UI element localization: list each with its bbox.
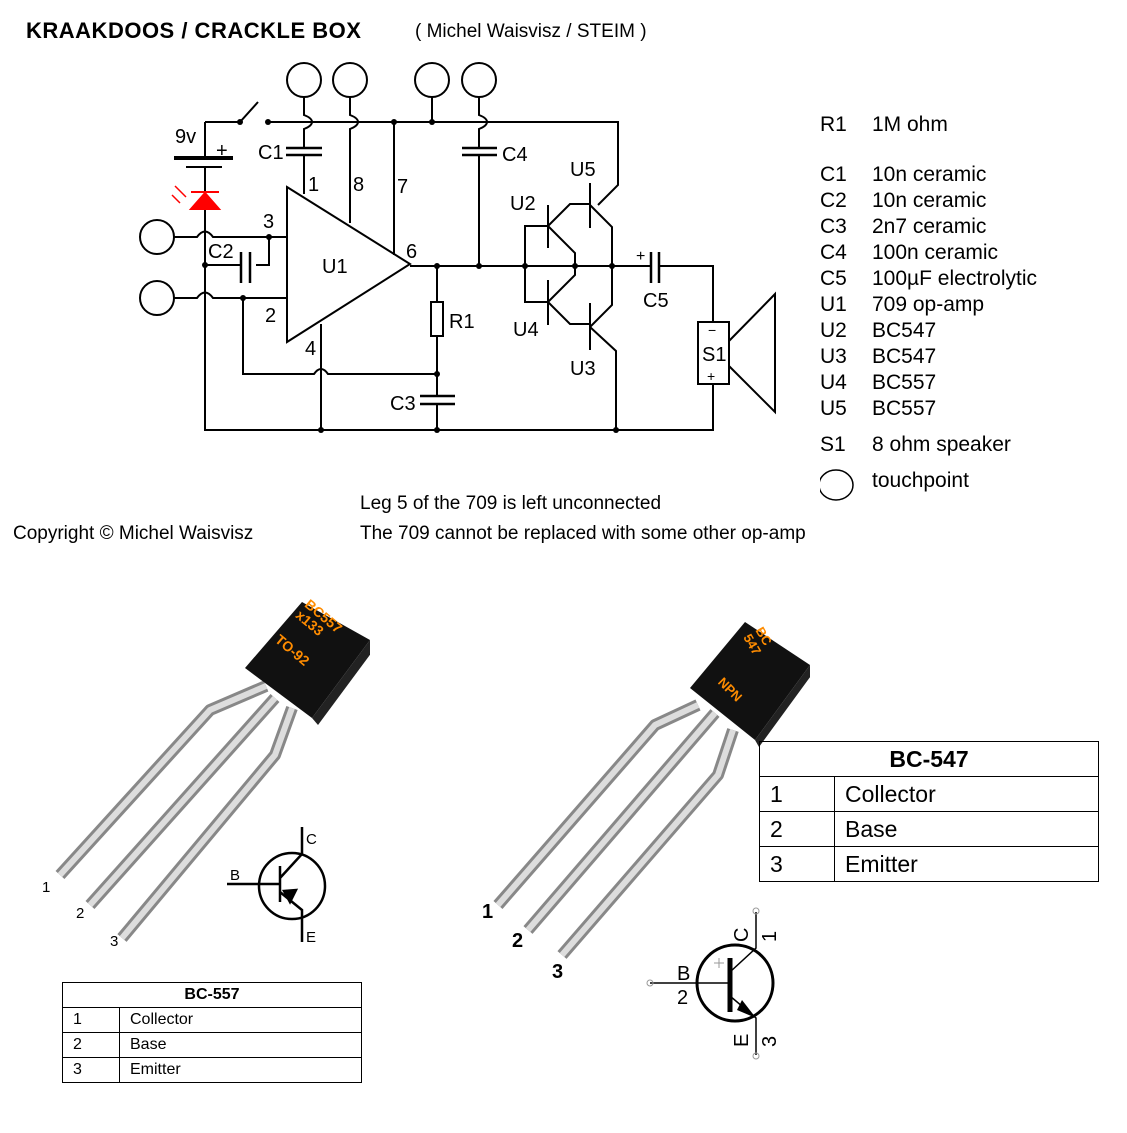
touchpoint-5: [139, 219, 175, 255]
svg-text:4: 4: [305, 338, 316, 360]
svg-text:U5: U5: [570, 159, 596, 181]
copyright: Copyright © Michel Waisvisz: [13, 523, 254, 544]
svg-text:3: 3: [552, 961, 563, 983]
bc557-leads: [55, 680, 298, 942]
svg-text:2: 2: [512, 930, 523, 952]
speaker-s1: [697, 321, 730, 385]
svg-text:U2: U2: [510, 193, 536, 215]
led-icon: [171, 185, 222, 210]
svg-text:2: 2: [76, 905, 84, 922]
crackle-box-schematic: 9v + C1 C2 C3 C4 C5 + R1 U1 U2 U3 U4 U5 …: [139, 62, 776, 433]
note-replace: The 709 cannot be replaced with some oth…: [360, 523, 806, 544]
svg-text:R1: R1: [449, 311, 475, 333]
svg-text:U3: U3: [570, 358, 596, 380]
svg-text:U4: U4: [513, 319, 539, 341]
touchpoint-6: [139, 280, 175, 316]
bc547-body: [690, 622, 810, 740]
svg-text:9v: 9v: [175, 126, 196, 148]
svg-text:1: 1: [482, 901, 493, 923]
svg-text:C3: C3: [390, 393, 416, 415]
switch: [205, 101, 259, 123]
svg-text:+: +: [636, 248, 645, 265]
svg-text:1: 1: [759, 931, 781, 942]
svg-text:C2: C2: [208, 241, 234, 263]
svg-text:C5: C5: [643, 290, 669, 312]
svg-text:6: 6: [406, 241, 417, 263]
note-leg5: Leg 5 of the 709 is left unconnected: [360, 493, 662, 514]
bc547-leads: [493, 699, 739, 959]
svg-text:3: 3: [759, 1036, 781, 1047]
bc557-package: BC557 x133 TO-92 1 2 3 B C E: [42, 596, 370, 950]
touchpoint-legend-icon: [818, 469, 854, 501]
svg-text:3: 3: [110, 933, 118, 950]
svg-text:C: C: [731, 928, 753, 942]
bc547-package: BC 547 NPN 1 2 3: [482, 622, 810, 983]
bc547-npn-symbol: B 2 C 1 E 3: [646, 907, 781, 1060]
svg-text:U1: U1: [322, 256, 348, 278]
page-subtitle: ( Michel Waisvisz / STEIM ): [415, 21, 647, 42]
touchpoint-1: [286, 62, 322, 98]
touchpoint-3: [414, 62, 450, 98]
svg-text:+: +: [707, 368, 715, 384]
wire-vplus: [268, 121, 619, 206]
svg-text:E: E: [731, 1034, 753, 1047]
svg-text:C1: C1: [258, 142, 284, 164]
table-title: BC-557: [62, 982, 362, 1008]
svg-text:2: 2: [265, 305, 276, 327]
svg-text:C4: C4: [502, 144, 528, 166]
svg-text:8: 8: [353, 174, 364, 196]
touchpoint-2: [332, 62, 368, 98]
svg-text:B: B: [677, 963, 690, 985]
svg-text:+: +: [216, 140, 228, 162]
page-title: KRAAKDOOS / CRACKLE BOX: [26, 18, 362, 43]
svg-text:−: −: [708, 322, 716, 338]
opamp-u1: [286, 185, 412, 344]
svg-text:C: C: [306, 831, 317, 848]
touchpoint-4: [461, 62, 497, 98]
svg-text:2: 2: [677, 987, 688, 1009]
svg-text:7: 7: [397, 176, 408, 198]
svg-text:S1: S1: [702, 344, 726, 366]
svg-text:E: E: [306, 929, 316, 946]
table-title: BC-547: [759, 741, 1099, 777]
svg-text:3: 3: [263, 211, 274, 233]
parts-list-row: touchpoint: [818, 468, 1037, 509]
bc557-body: [245, 602, 370, 718]
bc557-pnp-symbol: [227, 827, 327, 942]
svg-text:1: 1: [308, 174, 319, 196]
svg-text:1: 1: [42, 879, 50, 896]
svg-text:B: B: [230, 867, 240, 884]
